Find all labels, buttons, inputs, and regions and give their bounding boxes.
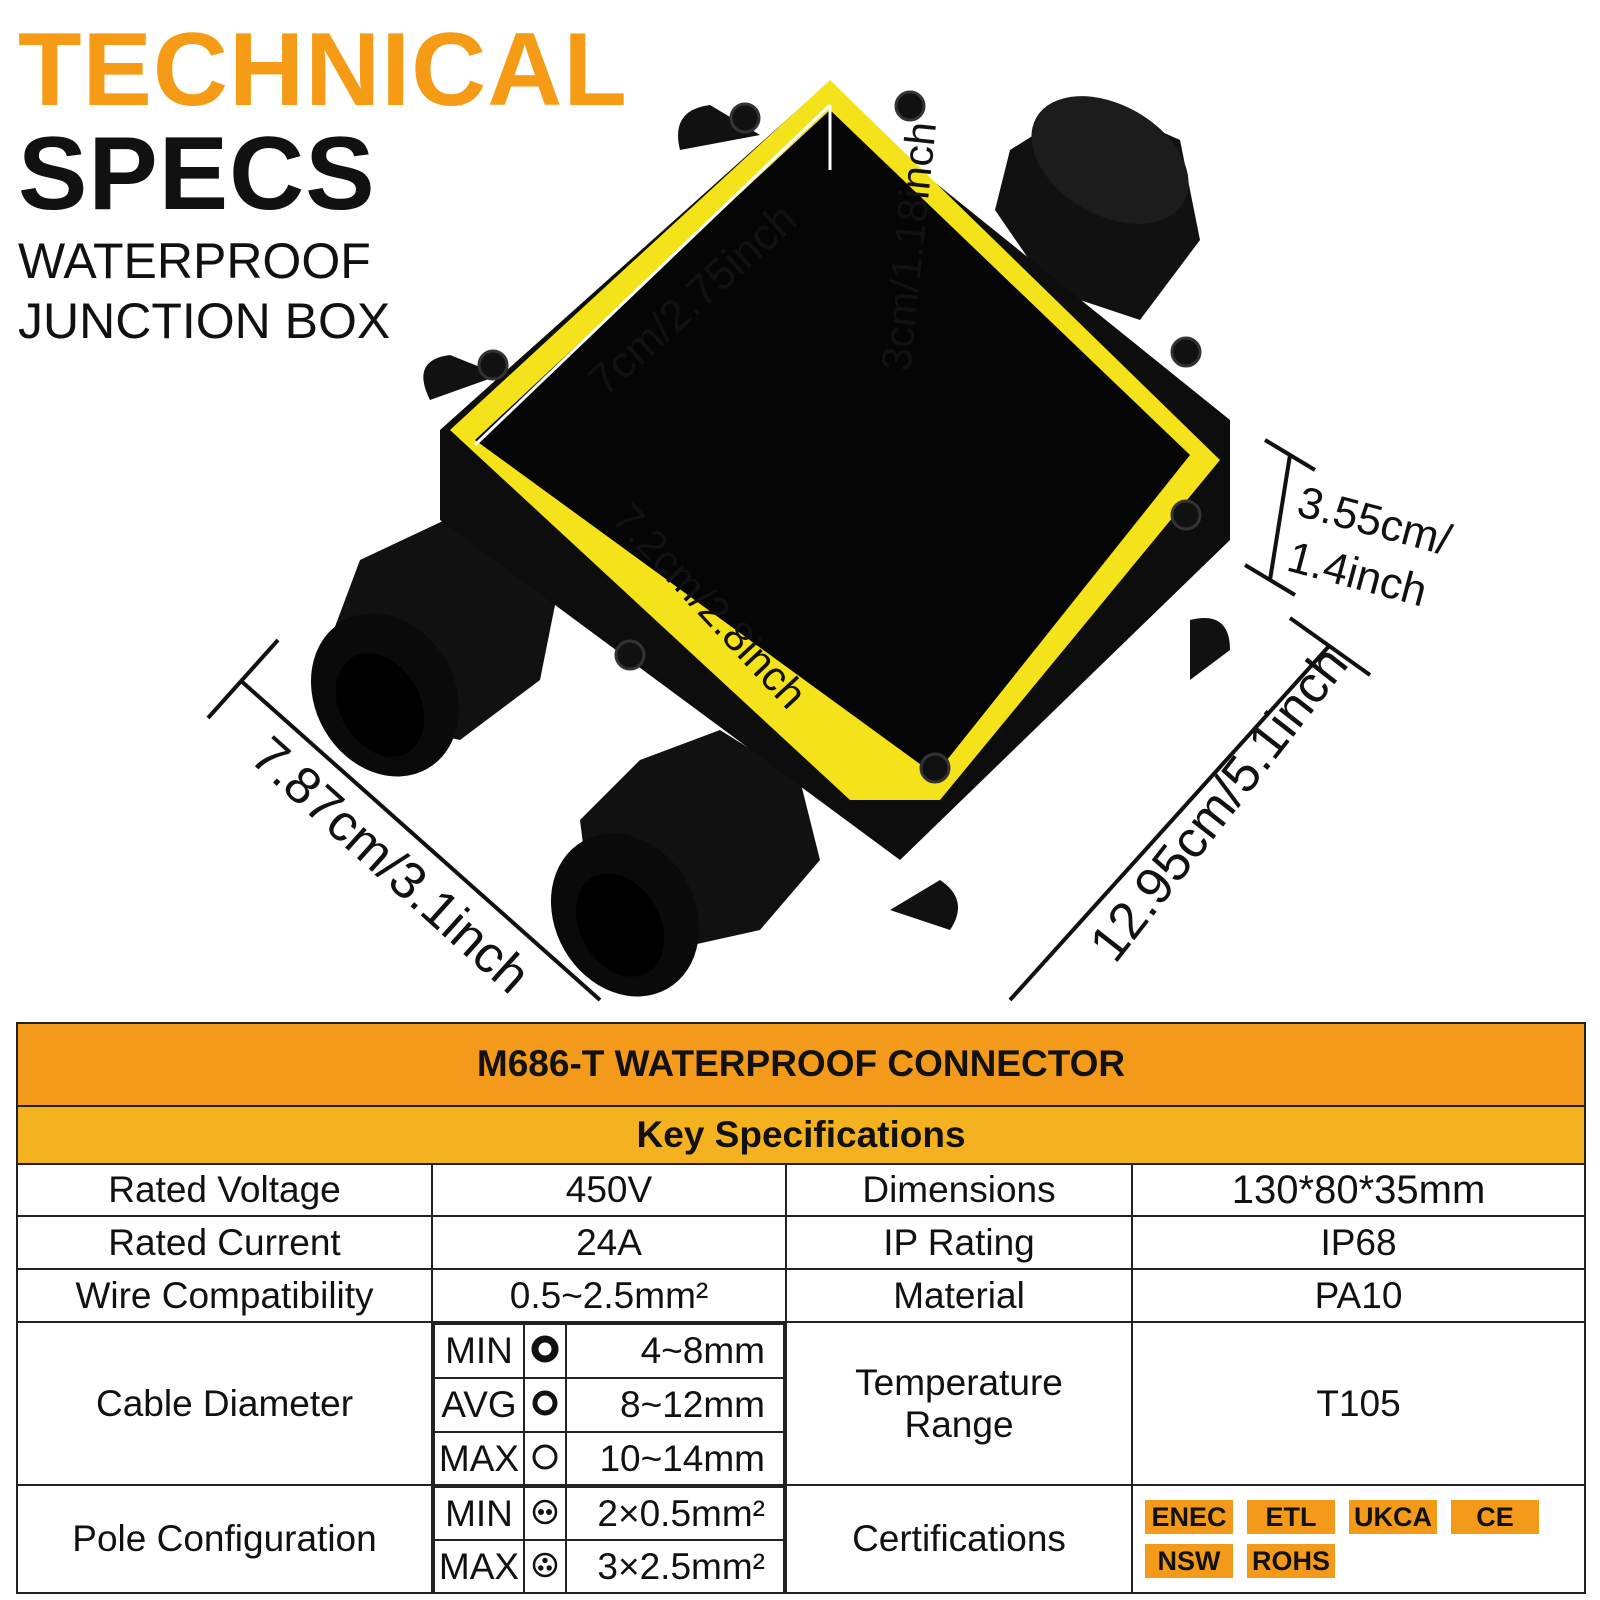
spec-label: IP Rating [785,1215,1133,1271]
pole-max-label: MAX [433,1539,525,1592]
screw-holes [477,90,1202,784]
table-row: Cable Diameter MIN 4~8mm AVG 8~12mm [16,1320,1587,1487]
two-pole-icon [523,1486,567,1542]
certification-badges: ENEC ETL UKCA CE NSW ROHS [1133,1494,1584,1584]
cert-badge-ce: CE [1451,1500,1539,1535]
cable-diameter-subtable: MIN 4~8mm AVG 8~12mm MAX [433,1322,785,1485]
cable-avg-label: AVG [433,1376,525,1433]
spec-value: 0.5~2.5mm² [431,1268,787,1323]
table-row: Wire Compatibility 0.5~2.5mm² Material P… [16,1268,1587,1323]
table-title: M686-T WATERPROOF CONNECTOR [15,1022,1587,1107]
pole-min-value: 2×0.5mm² [565,1486,785,1542]
mounting-tabs [423,105,1230,930]
cert-badge-enec: ENEC [1145,1500,1233,1535]
box-opening [475,110,1190,775]
spec-value: PA10 [1130,1268,1587,1323]
temperature-range-label: Temperature Range [785,1320,1133,1487]
cable-gland-bottom [550,730,820,997]
spec-table: M686-T WATERPROOF CONNECTOR Key Specific… [15,1022,1587,1594]
spec-value: 24A [431,1215,787,1271]
temperature-label-line-1: Temperature [855,1361,1063,1403]
cert-badge-ukca: UKCA [1349,1500,1437,1535]
spec-value: 130*80*35mm [1130,1162,1587,1218]
cable-max-label: MAX [433,1430,525,1485]
spec-value: IP68 [1130,1215,1587,1271]
cert-badge-nsw: NSW [1145,1544,1233,1579]
spec-label: Wire Compatibility [16,1268,433,1323]
spec-label: Material [785,1268,1133,1323]
thick-ring-icon [523,1322,567,1379]
cable-max-value: 10~14mm [565,1430,785,1485]
pole-configuration-subtable: MIN 2×0.5mm² MAX 3×2.5mm² [433,1486,785,1592]
pole-configuration-label: Pole Configuration [16,1484,433,1594]
spec-value: 450V [431,1162,787,1218]
spec-label: Rated Voltage [16,1162,433,1218]
junction-box-illustration: 7cm/2.75inch 3cm/1.18inch 7.2cm/2.8inch … [206,80,1457,1005]
cable-gland-top-right [995,96,1200,320]
heading-technical: TECHNICAL [18,12,628,128]
temperature-range-value: T105 [1130,1320,1587,1487]
cable-min-label: MIN [433,1322,525,1379]
table-row: Rated Current 24A IP Rating IP68 [16,1215,1587,1271]
cert-badge-etl: ETL [1247,1500,1335,1535]
certifications-label: Certifications [785,1484,1133,1594]
heading-specs: SPECS [18,116,376,232]
pole-max-value: 3×2.5mm² [565,1539,785,1592]
table-row: Rated Voltage 450V Dimensions 130*80*35m… [16,1162,1587,1218]
table-subtitle: Key Specifications [15,1104,1587,1165]
pole-min-label: MIN [433,1486,525,1542]
label-overall-length: 12.95cm/5.1inch [1079,636,1360,972]
table-row: Pole Configuration MIN 2×0.5mm² MAX 3×2.… [16,1484,1587,1594]
three-pole-icon [523,1539,567,1592]
cert-badge-rohs: ROHS [1247,1544,1335,1579]
length-dimension-line [1008,616,1372,1002]
cable-avg-value: 8~12mm [565,1376,785,1433]
width-dimension-line [206,638,602,1002]
subtitle-line-2: JUNCTION BOX [18,293,391,349]
height-dimension-line [1243,438,1317,597]
spec-label: Rated Current [16,1215,433,1271]
temperature-label-line-2: Range [904,1403,1014,1445]
subtitle-line-1: WATERPROOF [18,233,371,289]
spec-label: Dimensions [785,1162,1133,1218]
cable-diameter-label: Cable Diameter [16,1320,433,1487]
cable-min-value: 4~8mm [565,1322,785,1379]
thin-ring-icon [523,1430,567,1485]
medium-ring-icon [523,1376,567,1433]
